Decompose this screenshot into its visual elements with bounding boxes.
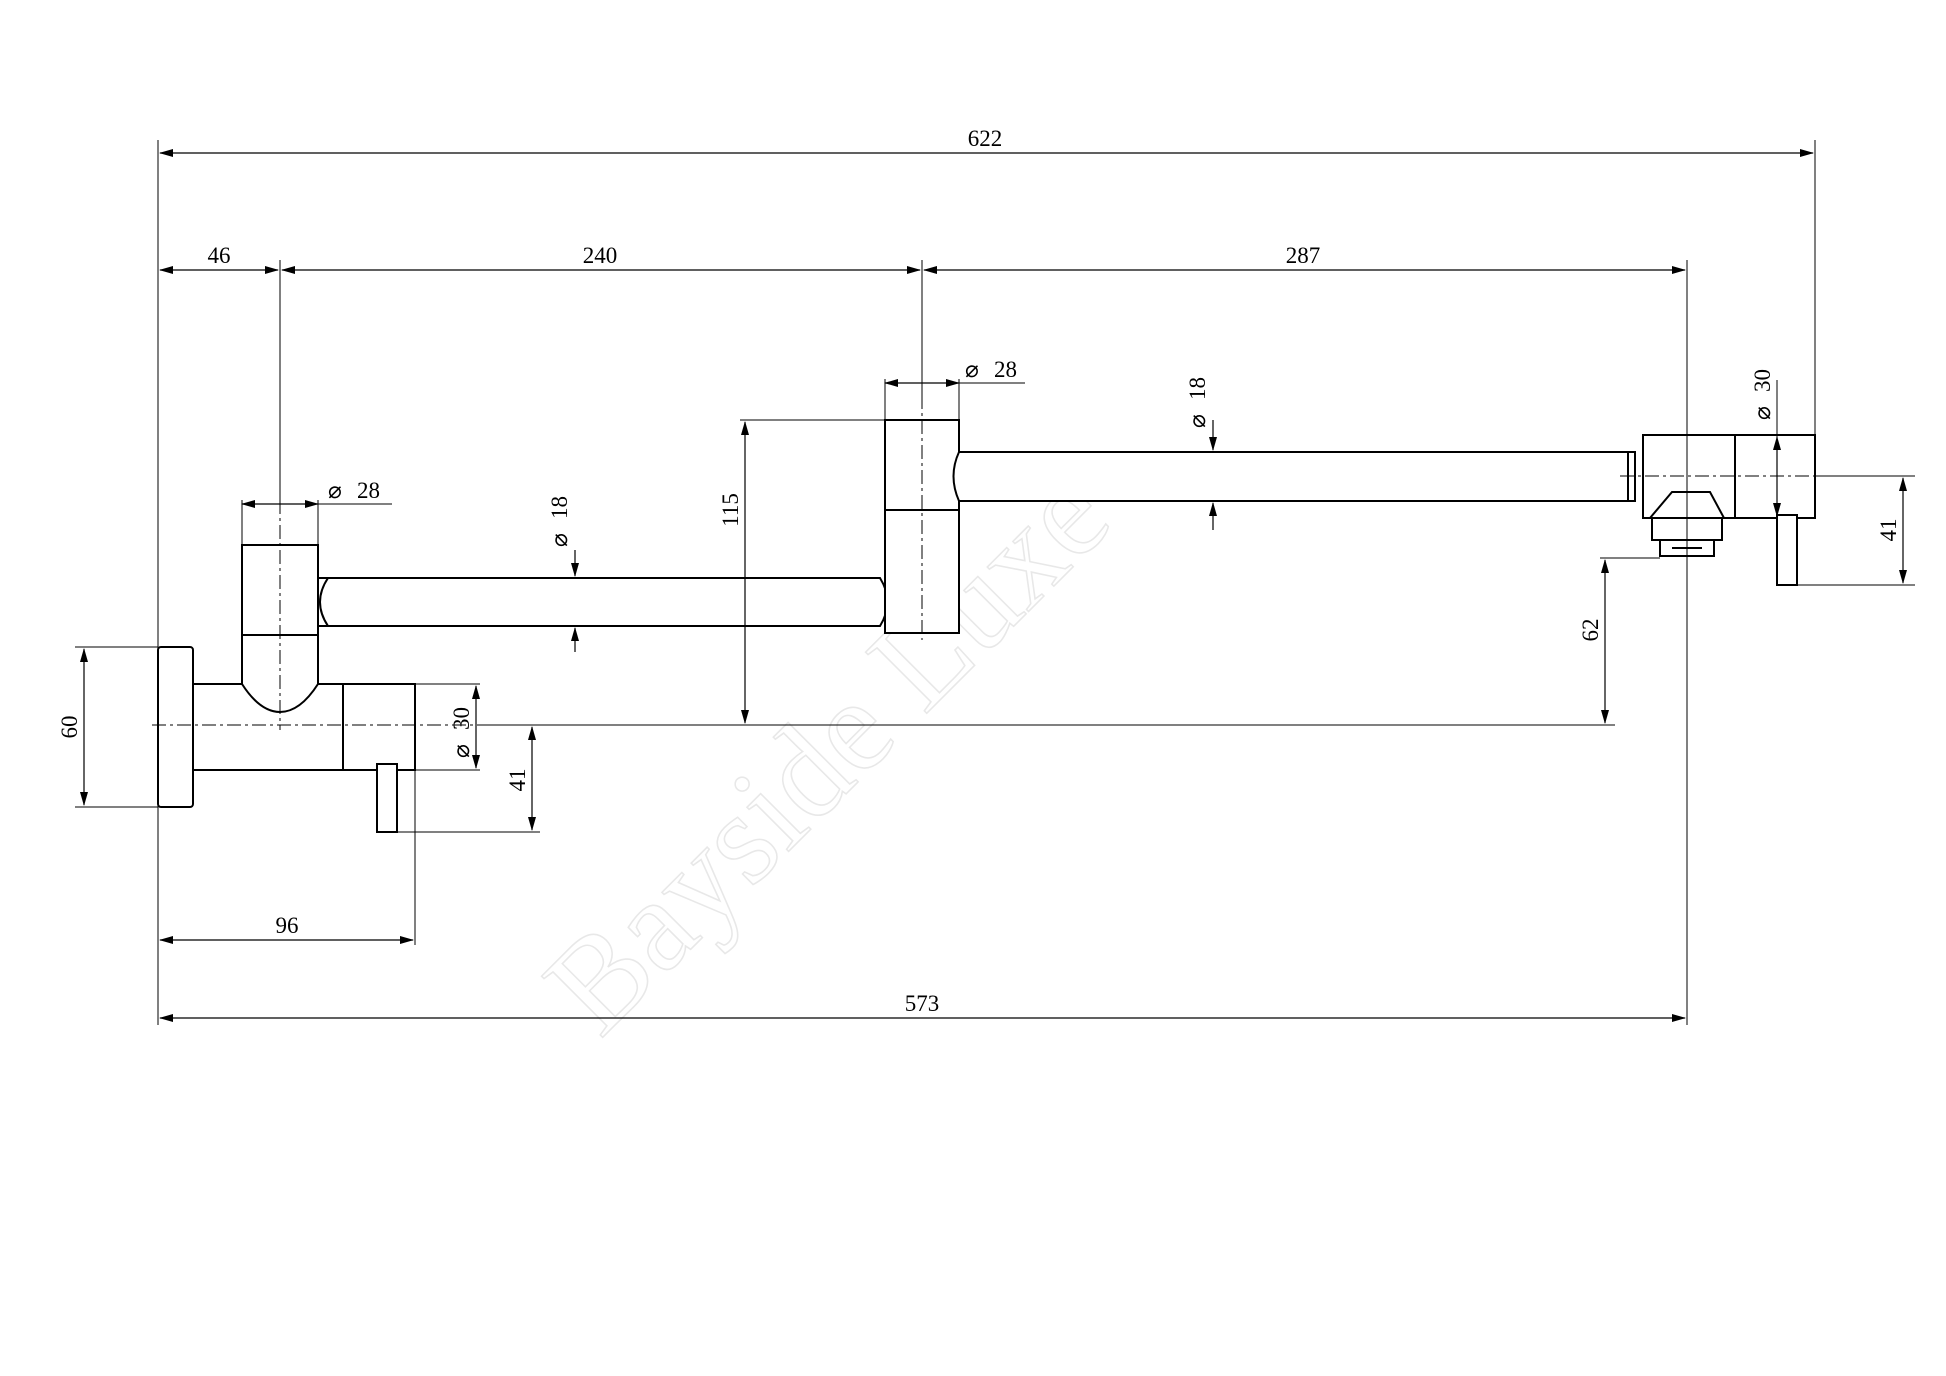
dimension-value: 18 [1185, 377, 1210, 400]
first-arm [317, 577, 889, 627]
second-arm [952, 451, 1636, 502]
dimension-value: 18 [547, 496, 572, 519]
label-inlet-handle-length: 41 [505, 769, 530, 792]
label-outlet-handle-length: 41 [1876, 519, 1901, 542]
label-arm-rise: 115 [718, 493, 743, 527]
label-second-arm-dia: ⌀ 18 [1185, 377, 1210, 428]
wall-flange [157, 646, 194, 808]
dimension-value: 28 [357, 478, 380, 503]
outlet-handle [1776, 514, 1798, 586]
diameter-symbol: ⌀ [1750, 406, 1775, 420]
label-wall-to-first-pivot: 46 [208, 243, 231, 268]
dimension-value: 30 [1750, 369, 1775, 392]
label-inlet-body-dia: ⌀ 30 [449, 707, 474, 758]
label-first-arm: 240 [583, 243, 618, 268]
label-first-arm-dia: ⌀ 18 [547, 496, 572, 547]
diameter-symbol: ⌀ [328, 478, 342, 503]
diameter-symbol: ⌀ [547, 533, 572, 547]
label-overall-width: 622 [968, 126, 1003, 151]
label-outlet-height: 62 [1578, 619, 1603, 642]
diameter-symbol: ⌀ [1185, 414, 1210, 428]
dimension-labels: 622 46 240 287 ⌀ 28 ⌀ 28 ⌀ 18 ⌀ 18 115 6… [57, 126, 1901, 1016]
label-outlet-body-dia: ⌀ 30 [1750, 369, 1775, 420]
diameter-symbol: ⌀ [965, 357, 979, 382]
label-second-arm: 287 [1286, 243, 1321, 268]
watermark: Bayside Luxe [517, 441, 1137, 1061]
diameter-symbol: ⌀ [449, 744, 474, 758]
inlet-handle [376, 763, 398, 833]
centre-lines [152, 395, 1840, 730]
dimension-value: 28 [994, 357, 1017, 382]
dimension-value: 30 [449, 707, 474, 730]
label-second-pivot-dia: ⌀ 28 [965, 357, 1017, 382]
label-inlet-body-length: 96 [276, 913, 299, 938]
label-flange-dia: 60 [57, 716, 82, 739]
dimension-lines [75, 140, 1915, 1025]
label-reach: 573 [905, 991, 940, 1016]
label-first-pivot-dia: ⌀ 28 [328, 478, 380, 503]
